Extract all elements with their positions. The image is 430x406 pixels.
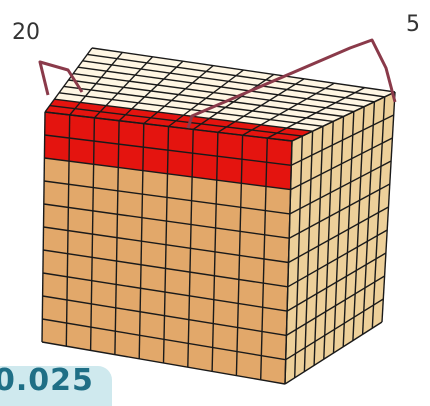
result-tag: 0.025 [0, 366, 112, 406]
count-label-20: 20 [12, 22, 40, 44]
cube-diagram [0, 0, 430, 390]
count-label-5: 5 [406, 14, 420, 36]
thousand-cube-illustration [0, 0, 430, 390]
result-value: 0.025 [0, 366, 94, 396]
